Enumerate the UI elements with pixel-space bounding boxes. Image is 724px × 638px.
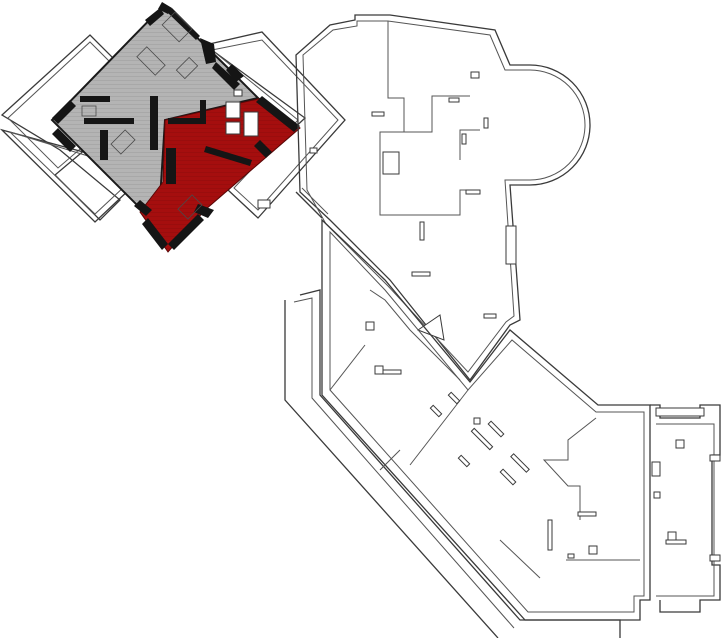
wall-segment (256, 96, 300, 132)
connector-inner (301, 187, 329, 215)
fixture (675, 439, 685, 449)
unit-red-hatch (140, 98, 300, 252)
stepped-wall (369, 289, 461, 381)
upper-block-outline (295, 14, 591, 382)
fixture (382, 369, 402, 375)
wall-segment (134, 200, 152, 216)
lower-terrace-inner (293, 297, 515, 629)
wall-segment (145, 8, 164, 26)
elevator (225, 121, 241, 135)
partition (499, 539, 541, 579)
core-marker (233, 89, 243, 97)
fixture (461, 133, 467, 145)
fixture (483, 117, 489, 129)
fixture (483, 313, 497, 319)
east-balcony-outline (650, 404, 721, 613)
lower-block-inner (329, 230, 645, 613)
wall-segment (142, 218, 168, 250)
armchair (175, 56, 199, 80)
fixture (411, 271, 431, 277)
partition (379, 21, 480, 216)
wall-segment (80, 96, 110, 102)
wall-segment (84, 118, 134, 124)
partition (379, 449, 401, 471)
fixture (470, 427, 494, 451)
fixture (665, 539, 687, 545)
service-core (243, 111, 259, 137)
bed-2 (110, 129, 136, 155)
wall-segment (254, 140, 272, 158)
fixture (487, 420, 505, 438)
fixture (653, 491, 661, 499)
wall-segment (150, 96, 158, 150)
wall-segment (158, 2, 172, 14)
fixture (429, 404, 443, 418)
bed (81, 105, 97, 117)
east-balcony-inner (656, 423, 715, 597)
fixture (448, 97, 460, 103)
wall-segment (200, 100, 206, 124)
terrace-fixture (309, 147, 318, 154)
balcony-rail (655, 407, 705, 417)
wall-segment (204, 146, 252, 166)
balcony-rail (505, 225, 517, 265)
terrace-fixture-2 (257, 199, 271, 209)
lower-block (284, 218, 721, 638)
fixture (457, 454, 471, 468)
connector (295, 191, 323, 219)
partition (404, 95, 470, 133)
fixture (473, 417, 481, 425)
bed-3 (177, 194, 203, 220)
fixture (510, 453, 530, 473)
partition (542, 417, 597, 520)
fixture (651, 461, 661, 477)
shaft (382, 151, 400, 175)
wall-segment (226, 64, 244, 82)
fixture (588, 545, 598, 555)
wall-segment (168, 8, 200, 40)
triangular-fixture (416, 314, 445, 341)
dining-table (161, 11, 193, 43)
wall-segment (166, 148, 176, 184)
lower-block-outline (321, 218, 651, 621)
fixture (667, 531, 677, 541)
partition (329, 344, 366, 391)
fixture (365, 321, 375, 331)
fixture (567, 553, 575, 559)
stair-core (225, 101, 241, 119)
wall-segment (168, 214, 204, 250)
fixture (470, 71, 480, 79)
southwest-terrace-inner (9, 131, 141, 215)
highlighted-unit (50, 2, 301, 253)
fixture (577, 511, 597, 517)
wall-segment (212, 62, 240, 90)
sofa (136, 46, 166, 76)
fixture (371, 111, 385, 117)
fixture (499, 468, 517, 486)
wall-segment (52, 100, 76, 124)
balcony-fixture (709, 554, 721, 562)
southwest-terrace-outline (0, 128, 152, 223)
wall-segment (200, 38, 216, 64)
wall-segment (168, 118, 200, 124)
fixture (447, 391, 461, 405)
fixture (419, 221, 425, 241)
fixture (547, 519, 553, 551)
upper-block (295, 14, 591, 382)
left-balcony-wing (0, 34, 152, 223)
wall-segment (100, 130, 108, 160)
partition (459, 129, 480, 160)
upper-block-inner (302, 20, 586, 373)
balcony-fixture (709, 454, 721, 462)
wall-segment (52, 128, 76, 152)
fixture (465, 189, 481, 195)
lower-terrace-outer (284, 289, 621, 638)
fixture (374, 365, 384, 375)
